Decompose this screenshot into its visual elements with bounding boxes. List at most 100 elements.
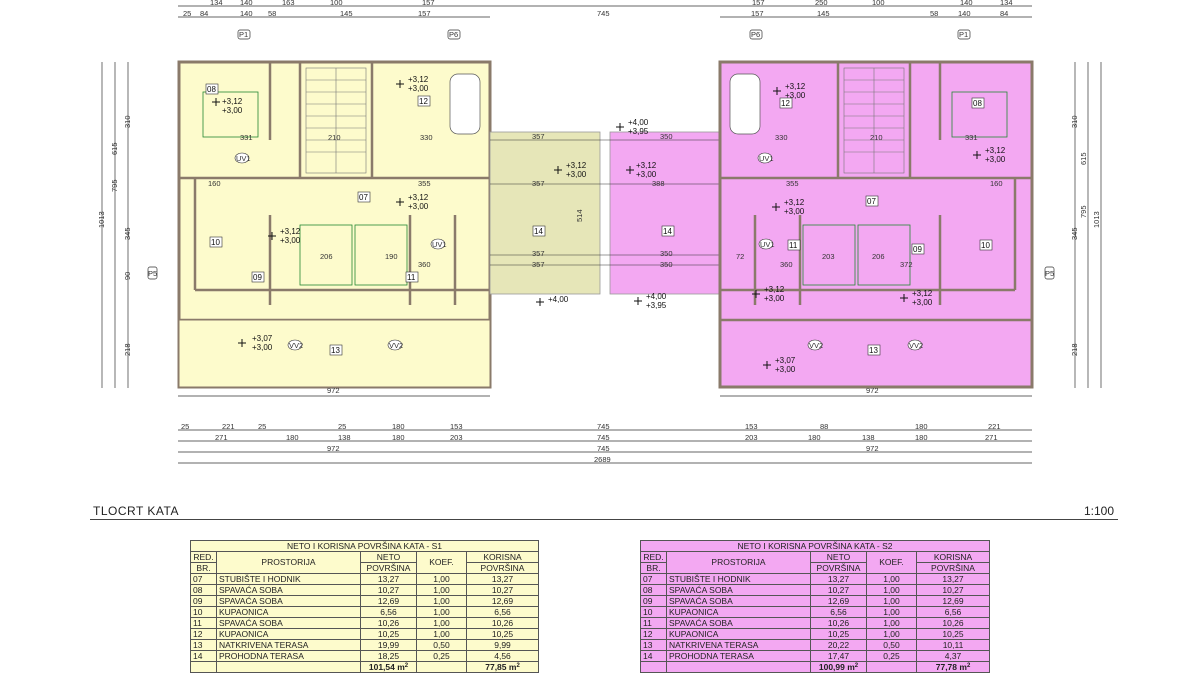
stairs-s1 [305,67,367,174]
svg-text:360: 360 [780,260,793,269]
svg-text:388: 388 [652,179,665,188]
dim-top-left-84: 84 [200,9,208,18]
beds-s1 [202,91,408,286]
table-total-row: 100,99 m2 77,78 m2 [640,661,991,673]
marker-p5-left: P5 [148,269,157,278]
header-neto-1: NETO [810,551,867,563]
marker-p5-right: P5 [1045,269,1054,278]
svg-text:190: 190 [385,252,398,261]
svg-text:180: 180 [915,433,928,442]
table-title: NETO I KORISNA POVRŠINA KATA - S1 [189,540,540,552]
elev-14-s2-lower-b: +3,95 [646,301,667,310]
svg-text:271: 271 [985,433,998,442]
elev-14-top-a: +4,00 [628,118,649,127]
elev-s1-13-bot: +3,00 [252,343,273,352]
header-koef: KOEF. [866,551,917,574]
dim-top-left-145: 145 [340,9,353,18]
header-korisna-2: POVRŠINA [465,562,540,574]
room-12-s2: 12 [781,99,790,108]
floor-plan-drawing: 25 84 140 58 145 157 134 140 163 100 157… [97,0,1102,464]
beds-s2 [802,91,1008,286]
dim-top-right-134: 134 [1000,0,1013,7]
dim-right-615: 615 [1079,152,1088,165]
dim-top-left-140b: 140 [240,0,253,7]
room-labels: 08 12 07 10 09 11 13 14 14 12 08 07 11 0… [205,83,993,356]
svg-text:330: 330 [420,133,433,142]
dim-left-1013: 1013 [97,211,106,228]
svg-text:745: 745 [597,422,610,431]
dim-bottom-total: 2689 [594,455,611,464]
svg-text:210: 210 [870,133,883,142]
elev-14-s2-lower-a: +4,00 [646,292,667,301]
marker-vv2-s1-a: VV2 [289,341,303,350]
dim-top-left-140: 140 [240,9,253,18]
room-13-s1: 13 [331,346,340,355]
room-09-s1: 09 [253,273,262,282]
dim-right-218: 218 [1070,343,1079,356]
svg-text:357: 357 [532,179,545,188]
room-09-s2: 09 [913,245,922,254]
total-neto: 100,99 m [818,661,855,672]
marker-vv2-s1-b: VV2 [389,341,403,350]
dim-top-center-745: 745 [597,9,610,18]
elev-s2-09-top: +3,12 [912,289,933,298]
svg-text:745: 745 [597,433,610,442]
svg-text:350: 350 [660,249,673,258]
dim-top-right-157: 157 [751,9,764,18]
header-neto-2: POVRŠINA [360,562,417,574]
svg-text:210: 210 [328,133,341,142]
room-07-s1: 07 [359,193,368,202]
svg-text:350: 350 [660,132,673,141]
room-13-s2: 13 [869,346,878,355]
elev-s2-11-bot: +3,00 [764,294,785,303]
elev-s1-07-bot: +3,00 [408,202,429,211]
header-korisna-2: POVRŠINA [915,562,991,574]
svg-text:514: 514 [575,209,584,222]
dim-right-1013: 1013 [1092,211,1101,228]
elev-s1-08-top: +3,12 [222,97,243,106]
svg-text:221: 221 [222,422,235,431]
svg-text:972: 972 [327,444,340,453]
dim-right-310: 310 [1070,115,1079,128]
elev-s2-08-top: +3,12 [985,146,1006,155]
svg-text:153: 153 [745,422,758,431]
marker-vv2-s2-b: VV2 [909,341,923,350]
svg-text:355: 355 [786,179,799,188]
elev-s1-12-bot: +3,00 [408,84,429,93]
elev-s1-09-top: +3,12 [280,227,301,236]
room-12-s1: 12 [419,97,428,106]
svg-text:357: 357 [532,132,545,141]
room-07-s2: 07 [867,197,876,206]
section-markers [147,29,1055,280]
elev-s2-12-top: +3,12 [785,82,806,91]
svg-text:88: 88 [820,422,828,431]
svg-text:180: 180 [808,433,821,442]
header-prostorija: PROSTORIJA [666,551,811,574]
terrace-dimension-lines [490,139,720,266]
header-prostorija: PROSTORIJA [216,551,361,574]
opening-markers [234,152,923,351]
room-14-s1: 14 [534,227,543,236]
marker-vv2-s2-a: VV2 [809,341,823,350]
elev-14-s1-lower: +4,00 [548,295,569,304]
elev-14-s2-top: +3,12 [636,161,657,170]
dim-left-795: 795 [110,179,119,192]
svg-text:72: 72 [736,252,744,261]
elev-s1-08-bot: +3,00 [222,106,243,115]
svg-text:25: 25 [338,422,346,431]
elev-14-s2-bot: +3,00 [636,170,657,179]
elevation-crosses [212,80,981,369]
dim-left-310: 310 [123,115,132,128]
svg-text:350: 350 [660,260,673,269]
svg-text:160: 160 [208,179,221,188]
elev-s2-07-bot: +3,00 [784,207,805,216]
svg-text:138: 138 [338,433,351,442]
